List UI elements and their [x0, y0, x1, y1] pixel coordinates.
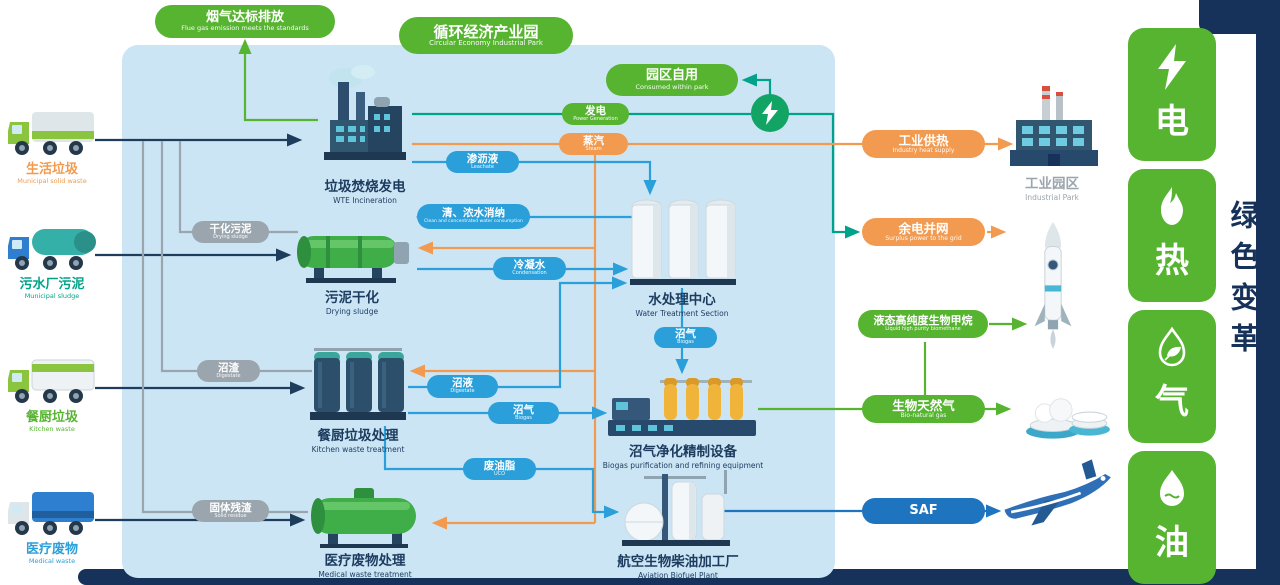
output-pill-bio-natural-gas: 生物天然气 Bio-natural gas — [862, 395, 985, 423]
flow-pill-digestate-solid: 沼渣 Digestate — [197, 360, 260, 382]
kitchen-waste-truck-icon — [6, 354, 98, 406]
flow-pill-digestate-liquid: 沼液 Digestate — [427, 375, 498, 398]
facility-label-kitchen: 餐厨垃圾处理 Kitchen waste treatment — [311, 428, 405, 454]
facility-label-medical: 医疗废物处理 Medical waste treatment — [318, 553, 412, 579]
medical-tank-icon — [304, 486, 428, 548]
gas-icon — [1152, 326, 1192, 370]
flow-pill-leachate: 渗沥液 Leachate — [446, 151, 519, 173]
flow-pill-biogas-kitchen: 沼气 Biogas — [488, 402, 559, 424]
facility-label-water: 水处理中心 Water Treatment Section — [635, 292, 729, 318]
output-pill-saf: SAF — [862, 498, 985, 524]
backdrop-right-band — [1256, 0, 1280, 585]
output-pill-industry-heat: 工业供热 Industry heat supply — [862, 130, 985, 158]
biogas-columns-icon — [606, 374, 758, 438]
tableware-icon — [1022, 376, 1114, 442]
garbage-truck-icon — [6, 106, 98, 158]
facility-label-biofuel-plant: 航空生物柴油加工厂 Aviation Biofuel Plant — [617, 554, 739, 580]
flow-pill-clean-water: 清、浓水消纳 Clean and concentrated water cons… — [417, 204, 530, 229]
eco-power-icon — [751, 94, 789, 132]
input-label-kitchen: 餐厨垃圾 Kitchen waste — [25, 410, 78, 433]
flow-pill-dried-sludge: 干化污泥 Drying sludge — [192, 221, 269, 243]
input-label-msw: 生活垃圾 Municipal solid waste — [17, 162, 87, 185]
park-use-pill: 园区自用 Consumed within park — [606, 64, 738, 96]
output-pill-liquid-biomethane: 液态高纯度生物甲烷 Liquid high purity biomethane — [858, 310, 988, 338]
output-pill-surplus-power: 余电并网 Surplus power to the grid — [862, 218, 985, 246]
wte-plant-icon — [310, 62, 418, 170]
drying-drum-icon — [292, 228, 414, 284]
flow-pill-uco: 废油脂 UCO — [463, 458, 536, 480]
biofuel-plant-icon — [620, 468, 732, 548]
energy-tile-heat: 热 — [1128, 169, 1216, 302]
kitchen-tanks-icon — [308, 340, 408, 422]
flow-pill-solid-residue: 固体残渣 Solid residue — [192, 500, 269, 522]
energy-tile-gas: 气 — [1128, 310, 1216, 443]
input-label-sludge: 污水厂污泥 Municipal sludge — [19, 277, 85, 300]
flow-pill-steam: 蒸汽 Steam — [559, 133, 628, 155]
facility-label-drying: 污泥干化 Drying sludge — [325, 290, 379, 316]
airplane-icon — [1000, 452, 1112, 534]
flow-pill-biogas-water: 沼气 Biogas — [654, 327, 717, 348]
slogan-green-transformation: 绿色变革 — [1226, 200, 1260, 364]
rocket-icon — [1032, 222, 1074, 360]
facility-label-biogas-equipment: 沼气净化精制设备 Biogas purification and refinin… — [602, 444, 764, 470]
facility-label-wte: 垃圾焚烧发电 WTE Incineration — [324, 179, 406, 205]
facility-label-industrial-park: 工业园区 Industrial Park — [1025, 176, 1079, 202]
sludge-truck-icon — [6, 221, 98, 273]
energy-tile-oil: 油 — [1128, 451, 1216, 584]
energy-tile-electricity: 电 — [1128, 28, 1216, 161]
bolt-icon — [1153, 44, 1191, 90]
flame-icon — [1152, 185, 1192, 229]
input-label-medical: 医疗废物 Medical waste — [25, 542, 78, 565]
water-silos-icon — [628, 192, 738, 287]
industrial-park-icon — [1008, 86, 1100, 172]
flow-pill-power: 发电 Power Generation — [562, 103, 629, 125]
medical-waste-truck-icon — [6, 486, 98, 538]
flue-gas-banner: 烟气达标排放 Flue gas emission meets the stand… — [155, 5, 335, 38]
flow-pill-condensation: 冷凝水 Condensation — [493, 257, 566, 280]
park-title-banner: 循环经济产业园 Circular Economy Industrial Park — [399, 17, 573, 54]
oil-icon — [1152, 467, 1192, 511]
